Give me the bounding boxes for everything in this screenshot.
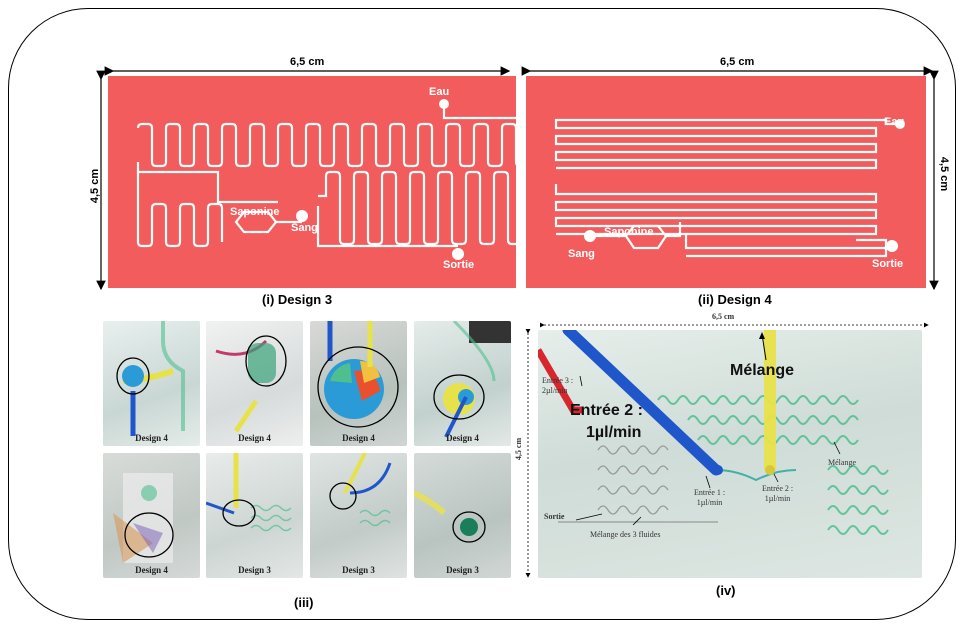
photo-4: Design 4 (414, 321, 511, 446)
panel-iv-photo: Mélange Entrée 2 : 1µl/min Entrée 3 : 2µ… (538, 330, 922, 578)
design3-serpentine-bottom (136, 172, 224, 248)
entree1-line2: 1µl/min (696, 498, 723, 507)
design4-chip: Eau Saponine Sang Sortie (526, 76, 926, 288)
entree3-line1: Entrée 3 : (542, 376, 574, 385)
photo-5-label: Design 4 (135, 565, 168, 575)
photo-7-label: Design 3 (342, 565, 375, 575)
panel-iv-dimension-arrows (525, 322, 929, 578)
design4-saponine-label: Saponine (604, 226, 654, 238)
photo-3: Design 4 (310, 321, 407, 446)
panel-i-width-label: 6,5 cm (290, 56, 325, 68)
panel-i-height-label: 4,5 cm (89, 168, 102, 204)
design3-sortie-outlet (452, 248, 464, 260)
entree2-small-line1: Entrée 2 : (762, 484, 794, 493)
entree3-line2: 2µl/min (542, 386, 568, 395)
entree2-big-line1: Entrée 2 : (570, 402, 643, 419)
rounded-frame (8, 8, 956, 620)
melange-right-label: Mélange (828, 458, 856, 467)
photo-5: Design 4 (103, 453, 200, 578)
entree3-label: Entrée 3 : 2µl/min (542, 376, 573, 396)
design4-serpentine-top (554, 118, 896, 170)
design4-sortie-label: Sortie (872, 258, 904, 270)
design3-sortie-label: Sortie (443, 259, 475, 271)
design3-sang-label: Sang (291, 222, 318, 234)
gray-serpentine (558, 445, 718, 523)
panel-iv-height-label: 4,5 cm (514, 437, 524, 461)
photo-6-label: Design 3 (238, 565, 271, 575)
design4-channels (554, 118, 905, 258)
design3-eau-inlet (439, 99, 449, 109)
design4-sang-inlet (584, 230, 596, 242)
design4-sortie-outlet (886, 240, 898, 252)
design3-chip: Eau Saponine Sang Sortie (108, 76, 516, 288)
design3-eau-label: Eau (429, 86, 450, 98)
panel-ii-caption: (ii) Design 4 (698, 292, 772, 307)
panel-iv-scene (538, 330, 889, 535)
photo-1: Design 4 (103, 321, 200, 446)
entree1-label: Entrée 1 : 1µl/min (694, 488, 725, 508)
design3-channels (136, 99, 516, 260)
design4-eau-inlet (895, 119, 905, 129)
photo-8-label: Design 3 (446, 565, 479, 575)
design4-serpentine-mid (554, 184, 878, 236)
blue-tube (562, 330, 722, 476)
design3-serpentine-right (318, 170, 516, 246)
panel-ii-dimension-arrows (521, 66, 939, 291)
panel-ii-width-label: 6,5 cm (720, 56, 755, 68)
entree2-small-line2: 1µl/min (764, 494, 791, 503)
photo-3-label: Design 4 (342, 433, 375, 443)
red-tube (538, 348, 583, 414)
sortie-label: Sortie (544, 512, 565, 521)
photo-8: Design 3 (414, 453, 511, 578)
entree1-line1: Entrée 1 : (694, 488, 726, 497)
photo-6: Design 3 (206, 453, 303, 578)
photo-2-label: Design 4 (238, 433, 271, 443)
panel-iv-width-label: 6,5 cm (712, 312, 735, 321)
panel-i-dimension-arrows (96, 66, 511, 291)
design3-link (136, 162, 278, 204)
photo-4-label: Design 4 (446, 433, 479, 443)
design4-sang-label: Sang (568, 248, 595, 260)
design3-serpentine-top (136, 104, 516, 168)
design4-serpentine-low (684, 234, 888, 258)
panel-iv-caption: (iv) (716, 583, 736, 598)
panel-i-caption: (i) Design 3 (262, 292, 333, 307)
melange-top-label: Mélange (730, 362, 795, 379)
photo-7: Design 3 (310, 453, 407, 578)
photo-2: Design 4 (206, 321, 303, 446)
melange-3-label: Mélange des 3 fluides (590, 530, 661, 539)
photo-1-label: Design 4 (135, 433, 168, 443)
panel-ii-height-label: 4,5 cm (938, 156, 951, 192)
design4-eau-label: Eau (884, 116, 905, 128)
entree2-big-line2: 1µl/min (586, 424, 642, 441)
design3-sang-inlet (296, 210, 308, 222)
entree2-small-label: Entrée 2 : 1µl/min (762, 484, 793, 504)
panel-iii-caption: (iii) (294, 595, 314, 610)
design3-saponine-label: Saponine (230, 206, 280, 218)
